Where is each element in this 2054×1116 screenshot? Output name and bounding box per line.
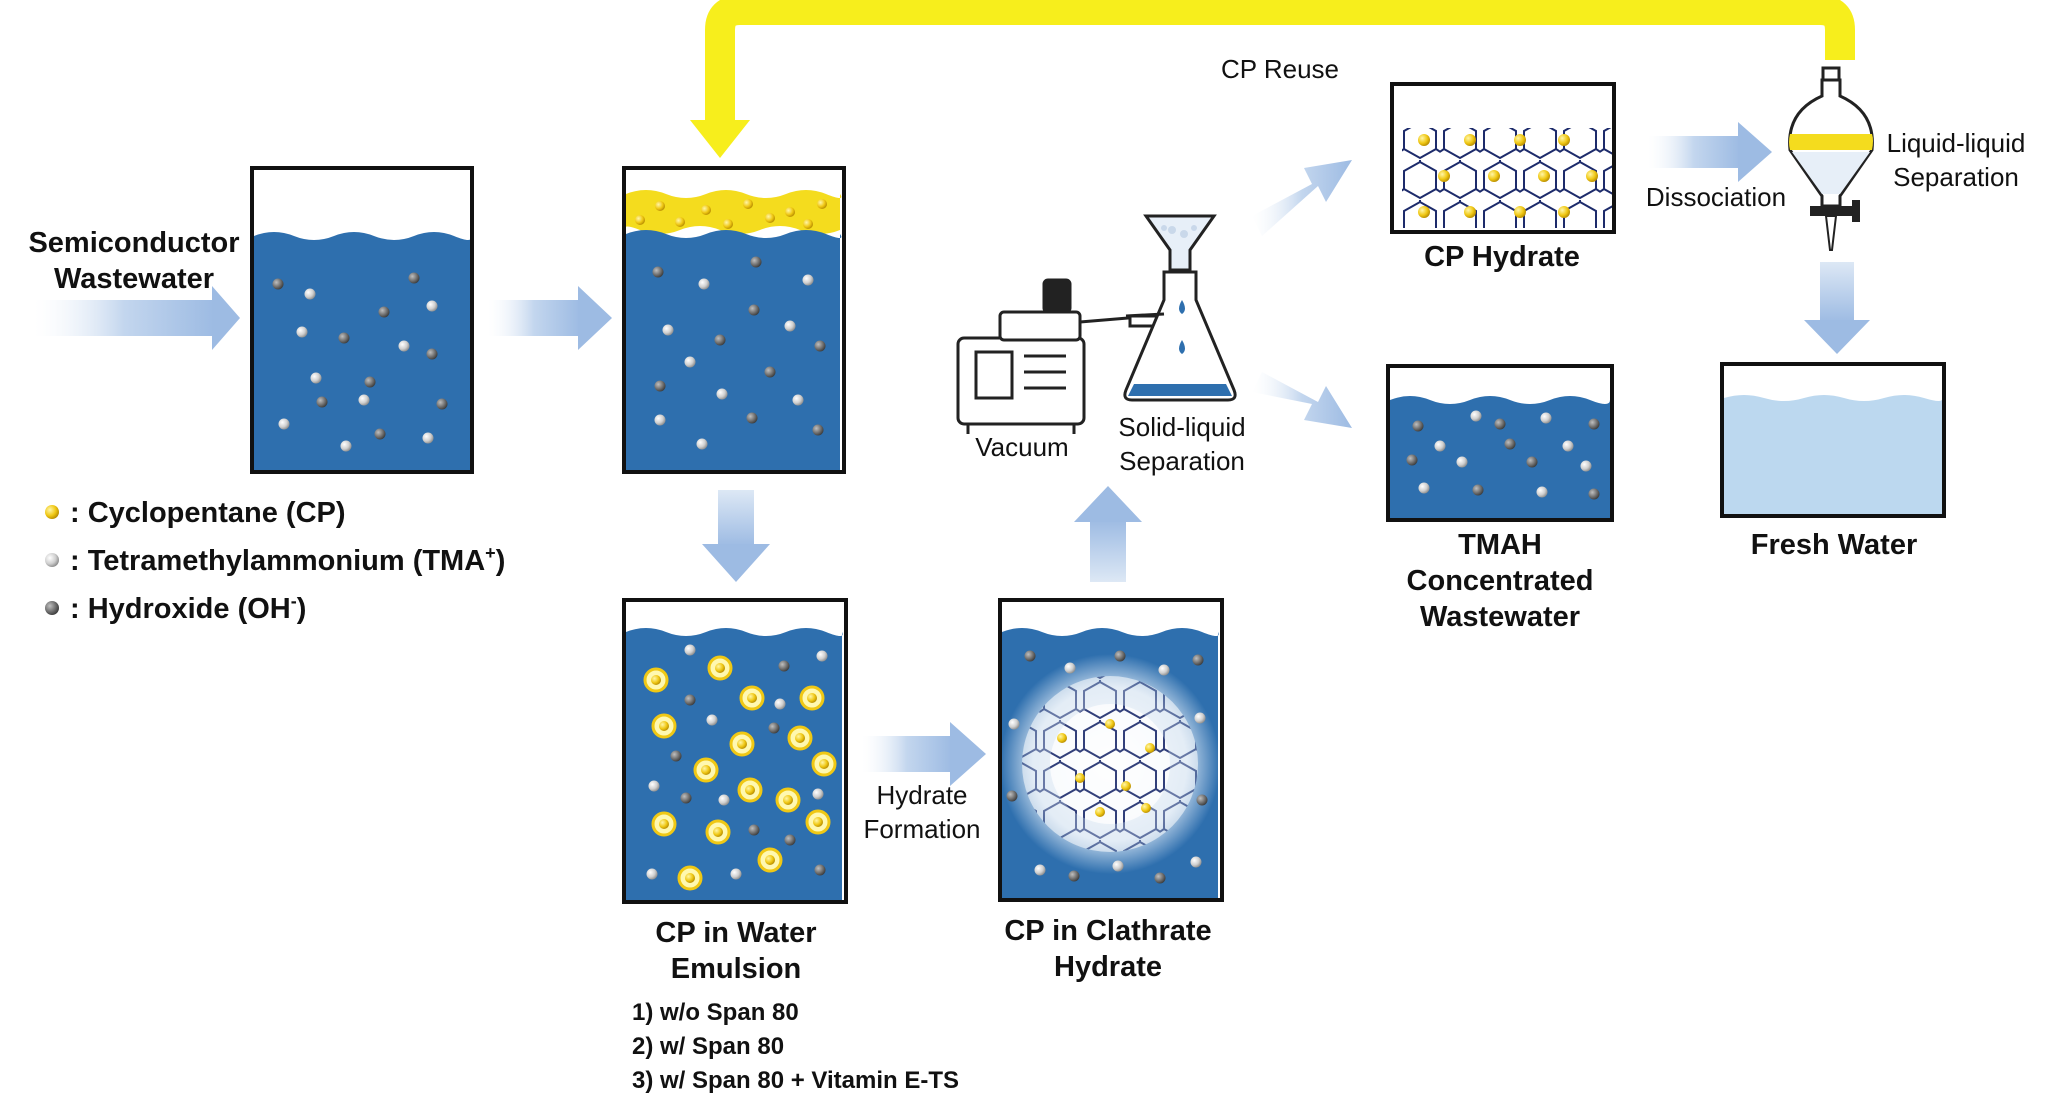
legend-item-cp: : Cyclopentane (CP) [70, 497, 346, 529]
cp-hydrate-label: CP Hydrate [1424, 241, 1580, 273]
emulsion-particles [646, 644, 828, 880]
flow-arrow-to-cp-hydrate [1252, 160, 1352, 236]
clathrate-label-line2: Hydrate [1054, 951, 1162, 983]
condition-1: 1) w/o Span 80 [632, 999, 799, 1026]
hydroxide-dot-icon [45, 601, 59, 615]
emulsion-label-line2: Emulsion [671, 953, 802, 985]
liquid-liquid-label-line2: Separation [1893, 162, 2019, 192]
solid-liquid-label-line2: Separation [1119, 446, 1245, 476]
tank-clathrate [998, 598, 1224, 902]
tank-cp-added-cp-droplets [635, 199, 827, 229]
clathrate-label-line1: CP in Clathrate [1004, 915, 1211, 947]
cp-reuse-label: CP Reuse [1221, 54, 1339, 84]
tmah-particles [1406, 410, 1600, 500]
flow-arrow-to-tmah [1252, 372, 1352, 428]
vacuum-label: Vacuum [975, 432, 1068, 462]
solid-liquid-label-line1: Solid-liquid [1118, 412, 1245, 442]
legend: : Cyclopentane (CP) : Tetramethylammoniu… [45, 497, 505, 625]
flow-arrow-up-to-filter [1074, 486, 1142, 582]
vacuum-pump-icon [956, 278, 1162, 434]
legend-item-tma: : Tetramethylammonium (TMA+) [70, 543, 505, 577]
tank-wastewater-particles [272, 272, 448, 452]
tank-cp-hydrate [1390, 82, 1616, 234]
liquid-liquid-label-line1: Liquid-liquid [1887, 128, 2026, 158]
emulsion-cp-droplets [643, 655, 837, 891]
emulsion-label-line1: CP in Water [655, 917, 816, 949]
inflow-label-line2: Wastewater [54, 263, 214, 295]
fresh-water-label: Fresh Water [1751, 529, 1918, 561]
tank-cp-added-particles [652, 256, 826, 450]
flow-arrow-tank1-to-tank2 [488, 286, 612, 350]
inflow-label-line1: Semiconductor [28, 227, 239, 259]
tank-wastewater [250, 166, 474, 474]
separatory-funnel-icon [1788, 66, 1874, 251]
tank-fresh-water [1720, 362, 1946, 518]
tank-cp-added [622, 166, 846, 474]
flow-arrow-inflow [34, 286, 240, 350]
dissociation-label: Dissociation [1646, 182, 1786, 212]
condition-3: 3) w/ Span 80 + Vitamin E-TS [632, 1067, 959, 1094]
cyclopentane-dot-icon [45, 505, 59, 519]
flow-arrow-dissociation [1648, 122, 1772, 182]
flow-arrow-hydrate-formation [862, 722, 986, 786]
tank-emulsion [622, 598, 848, 904]
legend-item-oh: : Hydroxide (OH-) [70, 591, 306, 625]
tmah-label-line2: Concentrated [1407, 565, 1594, 597]
cp-reuse-arrow [690, 0, 1855, 158]
tmah-label-line1: TMAH [1458, 529, 1542, 561]
tmah-label-line3: Wastewater [1420, 601, 1580, 633]
clathrate-hydrate-cluster [1000, 654, 1218, 874]
tma-dot-icon [45, 553, 59, 567]
condition-2: 2) w/ Span 80 [632, 1033, 784, 1060]
flow-arrow-down-to-emulsion [702, 490, 770, 582]
filter-flask-icon [1123, 214, 1237, 402]
tank-tmah [1386, 364, 1614, 522]
flow-arrow-down-to-fresh [1804, 262, 1870, 354]
hydrate-formation-label-line2: Formation [863, 814, 980, 844]
hydrate-formation-label-line1: Hydrate [876, 780, 967, 810]
clathrate-particles [1006, 650, 1208, 884]
